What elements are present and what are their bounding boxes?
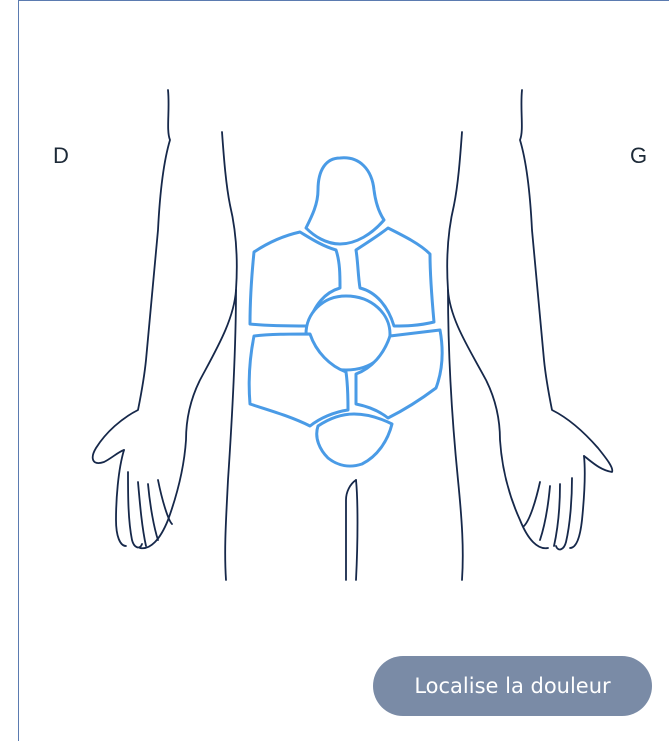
locate-pain-button[interactable]: Localise la douleur xyxy=(373,656,652,716)
abdomen-regions xyxy=(249,158,442,466)
region-hypogastric[interactable] xyxy=(317,414,392,466)
region-epigastric[interactable] xyxy=(306,158,384,244)
